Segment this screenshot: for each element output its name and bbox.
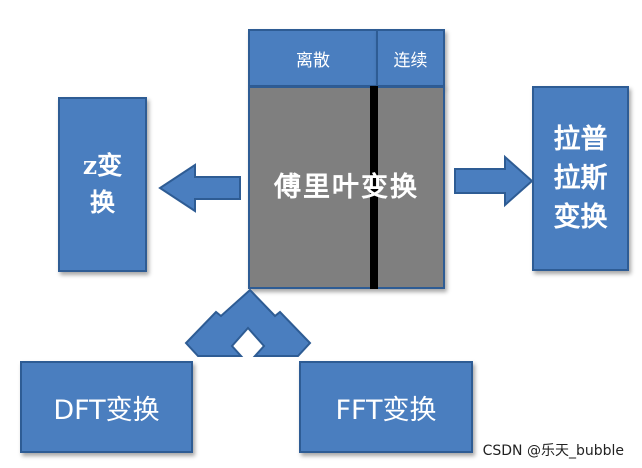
discrete-header: 离散: [248, 29, 377, 87]
dft-transform-box: DFT变换: [20, 361, 193, 453]
z-transform-line1: z变: [82, 151, 123, 181]
laplace-line2: 拉斯: [553, 162, 608, 194]
laplace-line3: 变换: [553, 202, 608, 234]
discrete-label: 离散: [296, 50, 330, 71]
fourier-transform-title: 傅里叶变换: [274, 172, 419, 203]
discrete-continuous-divider: [370, 86, 378, 289]
fft-transform-box: FFT变换: [299, 361, 473, 453]
arrow-left-icon: [158, 163, 241, 213]
dft-label: DFT变换: [53, 394, 160, 426]
fft-label: FFT变换: [335, 394, 437, 426]
watermark: CSDN @乐天_bubble: [482, 443, 624, 459]
z-transform-box: z变 换: [58, 97, 147, 272]
fourier-transform-panel: [248, 86, 445, 289]
laplace-transform-box: 拉普 拉斯 变换: [532, 86, 629, 271]
split-arrow-down-icon: [184, 288, 312, 357]
continuous-label: 连续: [393, 50, 428, 71]
laplace-line1: 拉普: [553, 123, 608, 155]
z-transform-line2: 换: [89, 187, 115, 217]
arrow-right-icon: [454, 154, 534, 208]
